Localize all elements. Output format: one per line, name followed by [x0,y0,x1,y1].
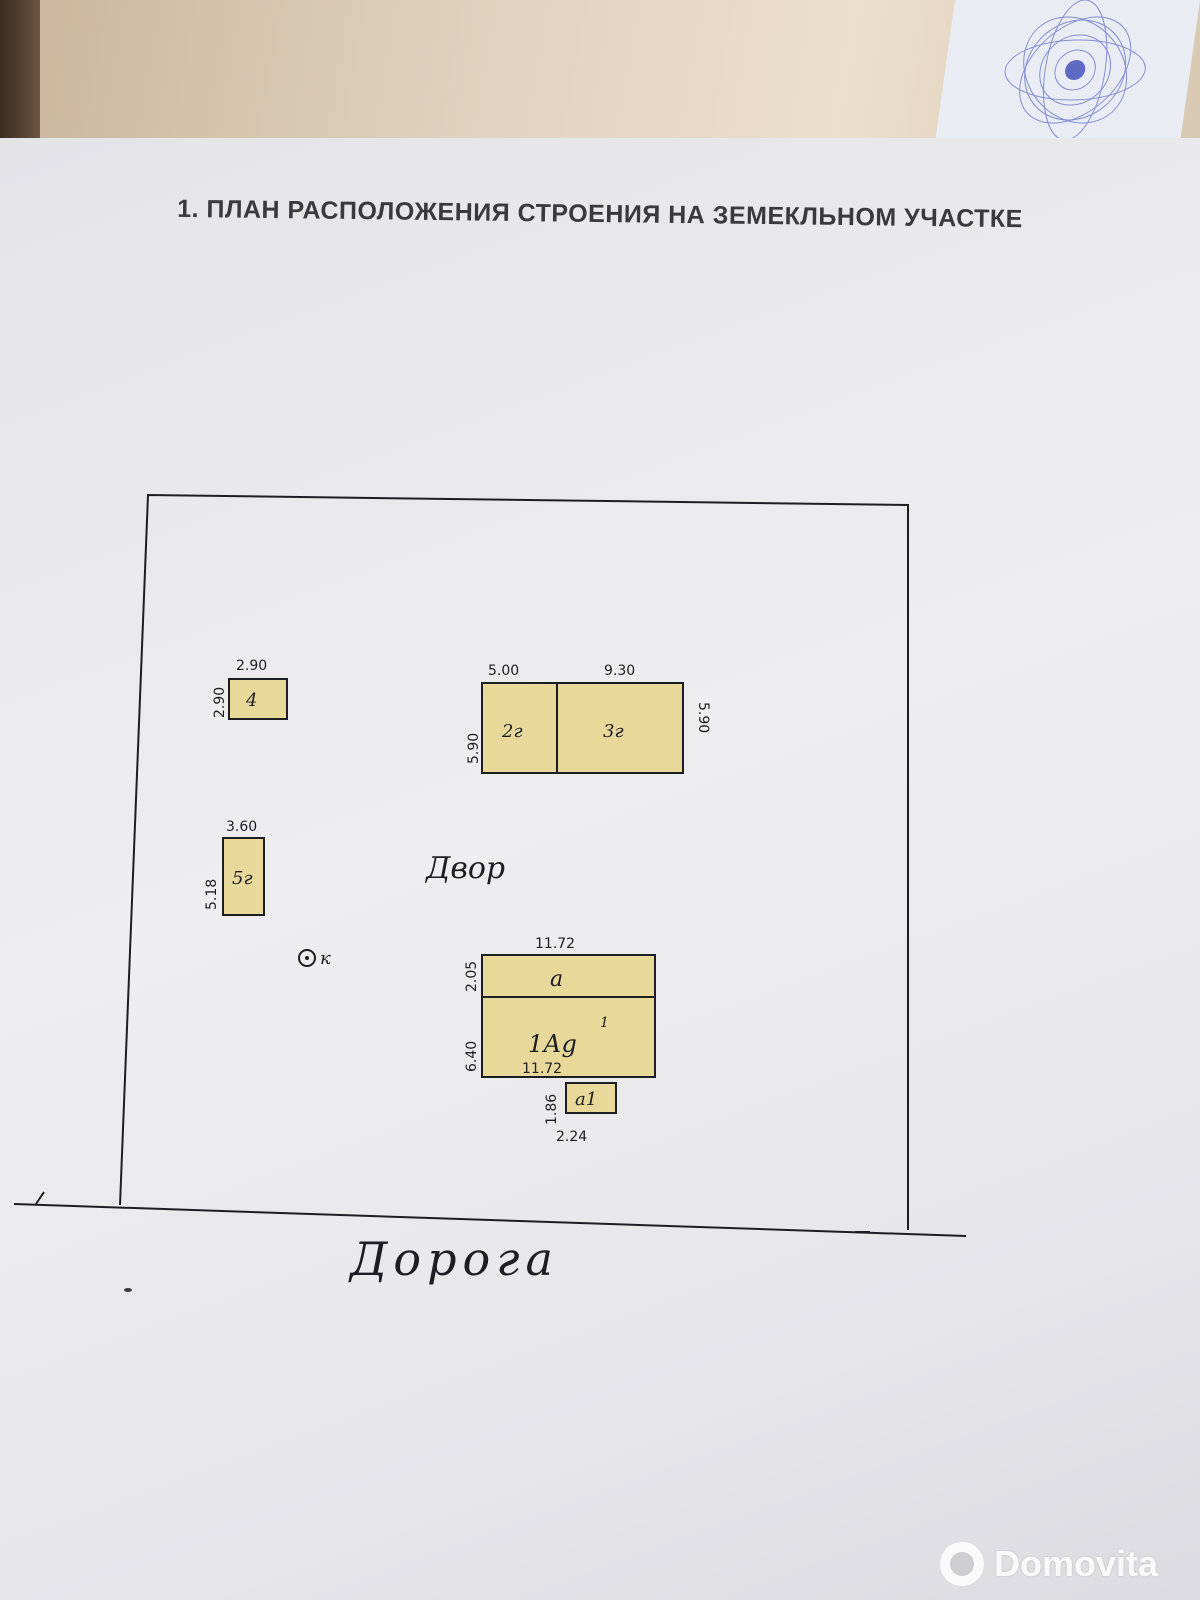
road-label: Дорога [348,1232,559,1286]
building-label: 4 [245,690,257,711]
building-label: 3г [603,721,624,742]
dimension-depth: 5.18 [204,879,220,910]
background-table-edge [0,0,40,160]
building-a1: а1 2.24 1.86 [544,1082,617,1145]
building-2g: 2г 5.00 5.90 [466,663,558,774]
building-1a: 1Аg 1 11.72 6.40 [464,996,656,1078]
plot-boundary [119,493,909,1230]
building-label: 1Аg [528,1030,577,1058]
dimension-depth: 2.05 [464,961,480,992]
dimension-depth: 2.90 [212,687,228,718]
building-label: а1 [575,1089,597,1110]
dimension-depth-right: 5.90 [695,702,711,733]
paper-sheet [0,138,1200,1600]
building-4: 4 2.90 2.90 [212,658,288,720]
watermark-logo: Domovita [940,1540,1158,1588]
dimension-width: 2.24 [556,1129,587,1145]
well-marker: к [298,948,331,969]
dimension-width: 5.00 [488,663,519,679]
dimension-width: 3.60 [226,819,257,835]
well-icon [298,949,316,967]
logo-text: Domovita [994,1543,1159,1584]
dimension-depth: 5.90 [466,733,482,764]
dimension-width: 11.72 [535,936,575,952]
security-document-corner [933,0,1200,150]
building-label: 2г [501,721,523,742]
building-label: 5г [232,868,253,889]
dimension-width: 11.72 [522,1061,562,1077]
building-a: а 11.72 2.05 [464,936,656,998]
dimension-width: 2.90 [236,658,267,674]
road-line [13,1203,967,1237]
building-5g: 5г 3.60 5.18 [204,819,265,916]
well-label: к [320,948,331,969]
building-3g: 3г 9.30 5.90 [556,663,711,774]
dimension-depth: 6.40 [464,1041,480,1072]
dimension-depth: 1.86 [544,1094,560,1125]
yard-label: Двор [424,851,505,886]
building-label-superscript: 1 [600,1015,609,1031]
logo-icon [940,1542,984,1586]
guilloche-pattern [1004,0,1146,141]
dimension-width: 9.30 [604,663,635,679]
building-label: а [550,967,563,992]
